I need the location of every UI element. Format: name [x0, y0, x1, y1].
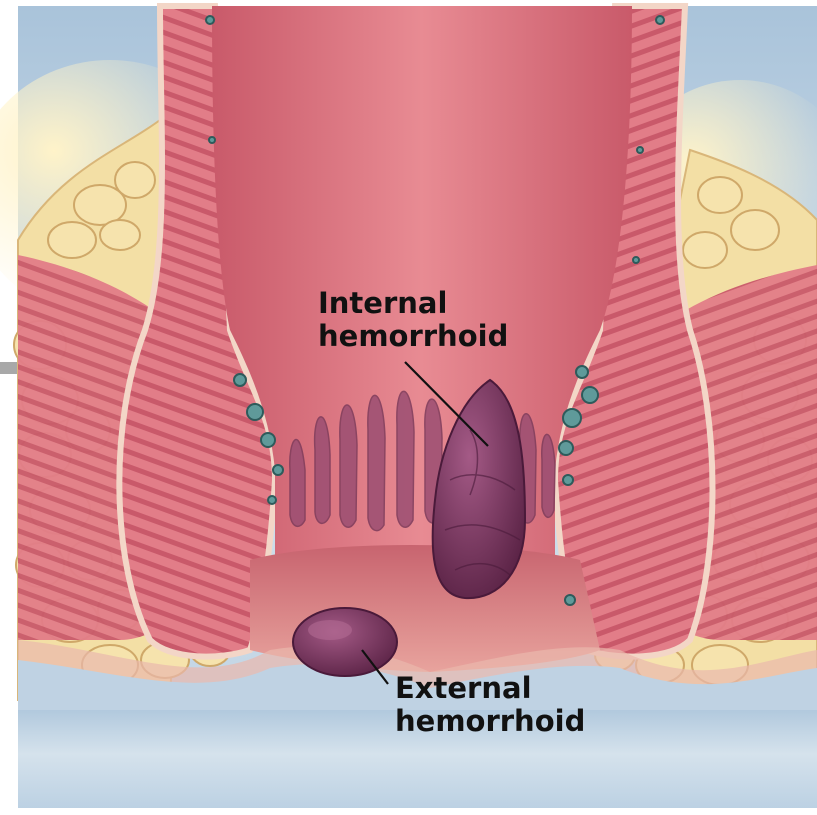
external-hemorrhoid-shape — [293, 608, 397, 676]
internal-hemorrhoid-label: Internal hemorrhoid — [318, 287, 508, 353]
external-label-line1: External — [395, 672, 585, 705]
external-label-line2: hemorrhoid — [395, 705, 585, 738]
external-hemorrhoid-label: External hemorrhoid — [395, 672, 585, 738]
internal-label-line1: Internal — [318, 287, 508, 320]
internal-label-line2: hemorrhoid — [318, 320, 508, 353]
